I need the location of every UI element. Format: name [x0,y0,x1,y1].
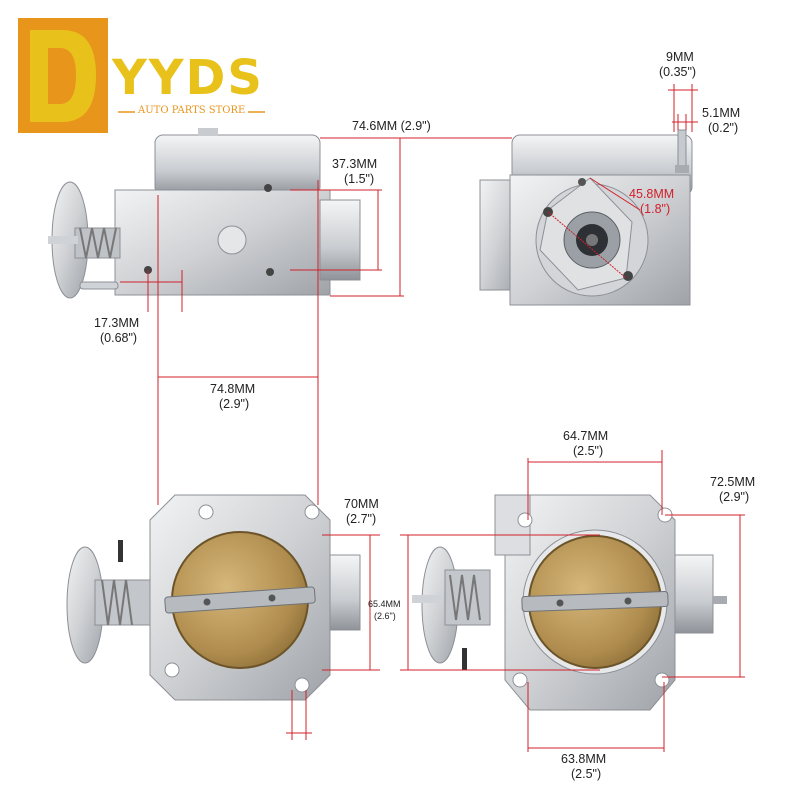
dim-top-left-bottom-mm: 17.3MM [94,316,140,330]
dim-top-left-height-mm: 37.3MM [332,157,378,171]
bottom-left-front-view [66,494,361,701]
dim-bottom-left-mm: 70MM [344,497,379,511]
dim-bottom-left-in: (2.7") [346,512,377,526]
dim-bottom-right-side-in: (2.9") [719,490,750,504]
dim-bottom-right-bottom-in: (2.5") [571,767,602,781]
dim-middle-mm: 74.8MM [210,382,256,396]
dim-bottom-right-top-mm: 64.7MM [563,429,609,443]
dim-bore-mm: 65.4MM [368,599,401,609]
dim-pin-in: (0.35") [659,65,697,79]
dim-bore-in: (2.6") [374,611,396,621]
dim-top-left-bottom-in: (0.68") [100,331,138,345]
logo-mark [18,18,108,133]
dim-pin-small-mm: 5.1MM [702,106,741,120]
top-right-end-view [479,129,693,306]
dim-pin-small-in: (0.2") [708,121,739,135]
brand-tagline: AUTO PARTS STORE [138,105,246,116]
brand-name: YYDS [112,50,264,106]
dim-middle-in: (2.9") [219,397,250,411]
dim-bolt-in: (1.8") [640,202,671,216]
dimension-lines [120,84,745,752]
dim-bottom-right-side-mm: 72.5MM [710,475,756,489]
bottom-right-back-view [412,494,727,711]
dim-top-left-width: 74.6MM (2.9") [352,119,431,133]
top-left-side-view [48,128,361,299]
dim-pin-mm: 9MM [666,50,694,64]
dim-top-left-height-in: (1.5") [344,172,375,186]
dim-bolt-mm: 45.8MM [629,187,675,201]
dim-bottom-right-bottom-mm: 63.8MM [561,752,607,766]
dim-bottom-right-top-in: (2.5") [573,444,604,458]
